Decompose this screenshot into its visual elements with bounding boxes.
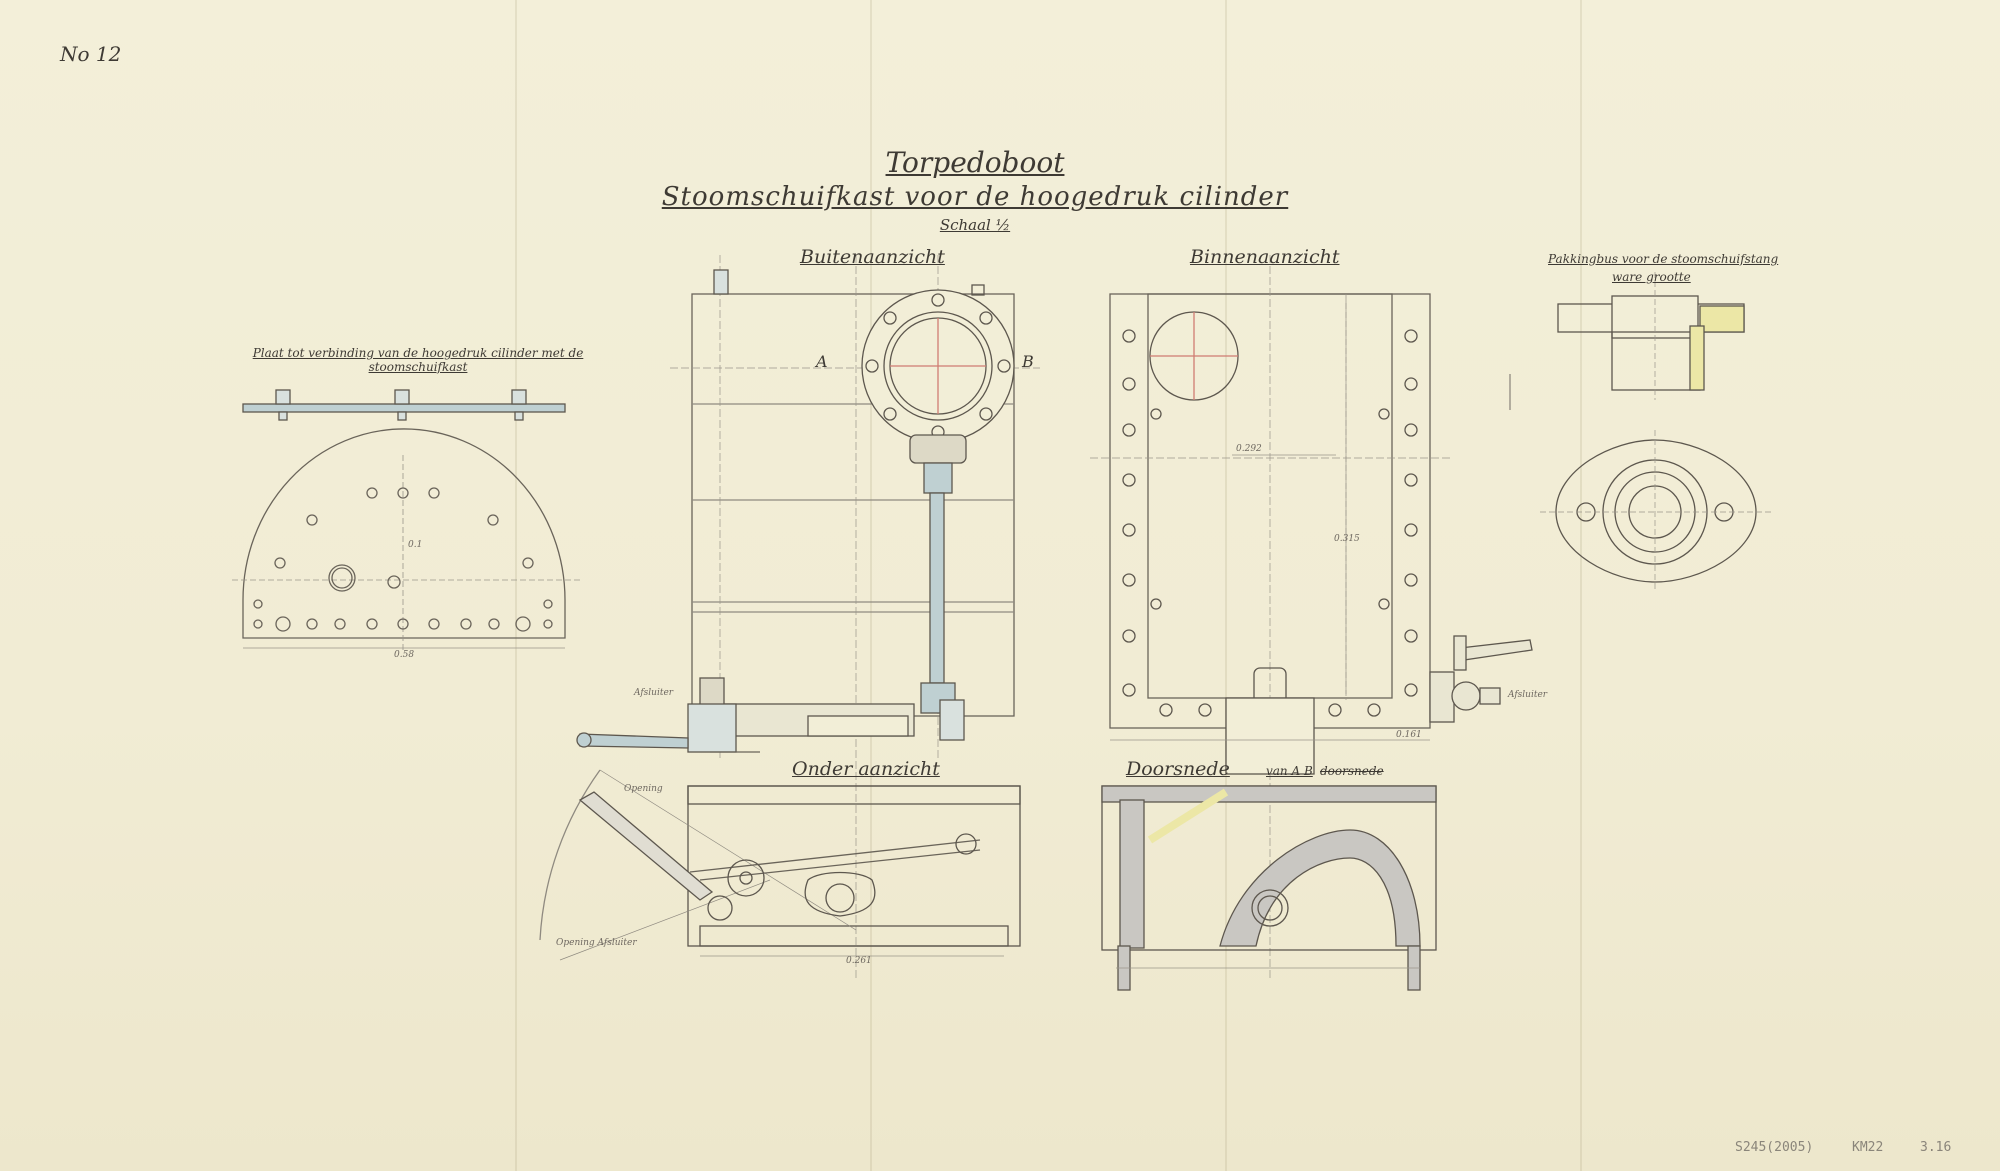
point-a-label: A	[816, 352, 828, 371]
plate-title: Plaat tot verbinding van de hoogedruk ci…	[252, 346, 584, 374]
outer-view	[576, 255, 1040, 980]
packing-box-title: Pakkingbus voor de stoomschuifstang	[1548, 252, 1779, 266]
section-title: Doorsnede	[1126, 758, 1230, 780]
inner-view	[1090, 255, 1533, 980]
archive-stamp: KM22	[1852, 1140, 1884, 1155]
fold-line	[515, 0, 517, 1171]
packing-box-scale: ware grootte	[1612, 270, 1691, 284]
section-view	[1101, 785, 1437, 991]
arc-label-2: Opening Afsluiter	[556, 938, 637, 948]
inner-width-dimension: 0.292	[1236, 444, 1262, 454]
fold-line	[870, 0, 872, 1171]
cock-left-label: Afsluiter	[634, 688, 674, 698]
bolt-holes	[1122, 329, 1418, 717]
plate-width-dimension: 0.58	[394, 650, 415, 660]
fold-line	[1580, 0, 1582, 1171]
inner-height-dimension: 0.315	[1334, 534, 1360, 544]
bottom-view-title: Onder aanzicht	[792, 758, 940, 780]
bottom-view	[539, 769, 1021, 961]
packing-box	[1540, 272, 1772, 590]
bottom-width-dimension: 0.261	[846, 956, 872, 966]
plate-height-dimension: 0.1	[408, 540, 423, 550]
outer-view-title: Buitenaanzicht	[800, 246, 945, 268]
point-b-label: B	[1022, 352, 1034, 371]
drawing-scale: Schaal ½	[939, 216, 1011, 234]
cock-right-label: Afsluiter	[1508, 690, 1548, 700]
plate-front-view	[232, 428, 580, 650]
drawing-title: Torpedoboot	[885, 146, 1065, 179]
archive-stamp: 3.16	[1920, 1140, 1952, 1155]
inner-view-title: Binnenaanzicht	[1190, 246, 1340, 268]
inner-base-dimension: 0.161	[1396, 730, 1422, 740]
section-reference-struck: doorsnede	[1320, 764, 1384, 778]
plate-side-view	[242, 389, 566, 421]
archive-stamp: S245(2005)	[1735, 1140, 1814, 1155]
fold-line	[1225, 0, 1227, 1171]
arc-label: Opening	[624, 784, 663, 794]
drawing-subtitle: Stoomschuifkast voor de hoogedruk cilind…	[661, 182, 1289, 212]
plate-number: No 12	[60, 42, 122, 66]
section-reference: van A B	[1266, 764, 1313, 778]
